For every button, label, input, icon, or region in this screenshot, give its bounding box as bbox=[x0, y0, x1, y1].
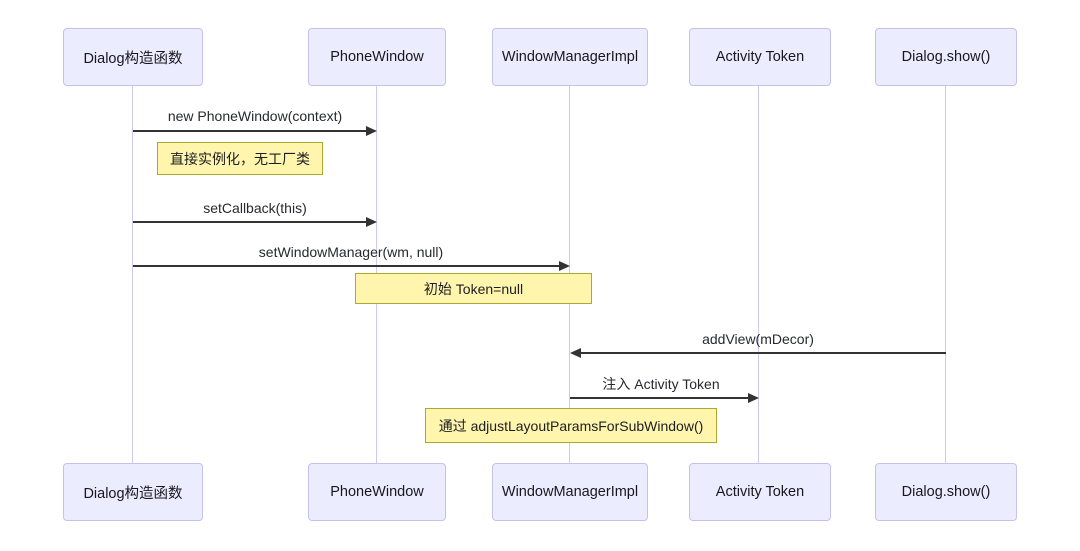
arrowhead-icon bbox=[748, 393, 759, 403]
message-label-addview: addView(mDecor) bbox=[702, 331, 814, 347]
message-line-setcallback bbox=[133, 221, 367, 223]
message-line-inject-token bbox=[570, 397, 749, 399]
message-label-new-phonewindow: new PhoneWindow(context) bbox=[167, 108, 343, 124]
participant-dialog-show-top: Dialog.show() bbox=[875, 28, 1017, 86]
arrowhead-icon bbox=[559, 261, 570, 271]
note-direct-instantiation: 直接实例化，无工厂类 bbox=[157, 142, 323, 175]
participant-windowmanagerimpl-top: WindowManagerImpl bbox=[492, 28, 648, 86]
note-initial-token-null: 初始 Token=null bbox=[355, 273, 592, 304]
arrowhead-icon bbox=[366, 217, 377, 227]
message-line-addview bbox=[580, 352, 946, 354]
lifeline-dialog-show bbox=[945, 86, 946, 464]
participant-dialog-constructor-top: Dialog构造函数 bbox=[63, 28, 203, 86]
lifeline-activity-token bbox=[758, 86, 759, 464]
message-line-new-phonewindow bbox=[133, 130, 367, 132]
arrowhead-icon bbox=[570, 348, 581, 358]
arrowhead-icon bbox=[366, 126, 377, 136]
participant-dialog-show-bottom: Dialog.show() bbox=[875, 463, 1017, 521]
lifeline-dialog-constructor bbox=[132, 86, 133, 464]
participant-activity-token-bottom: Activity Token bbox=[689, 463, 831, 521]
participant-phonewindow-bottom: PhoneWindow bbox=[308, 463, 446, 521]
participant-dialog-constructor-bottom: Dialog构造函数 bbox=[63, 463, 203, 521]
message-label-setwindowmanager: setWindowManager(wm, null) bbox=[258, 244, 444, 260]
participant-activity-token-top: Activity Token bbox=[689, 28, 831, 86]
message-label-inject-token: 注入 Activity Token bbox=[602, 376, 720, 392]
participant-phonewindow-top: PhoneWindow bbox=[308, 28, 446, 86]
participant-windowmanagerimpl-bottom: WindowManagerImpl bbox=[492, 463, 648, 521]
note-adjust-layout-params: 通过 adjustLayoutParamsForSubWindow() bbox=[425, 408, 717, 443]
message-line-setwindowmanager bbox=[133, 265, 560, 267]
message-label-setcallback: setCallback(this) bbox=[203, 200, 307, 216]
